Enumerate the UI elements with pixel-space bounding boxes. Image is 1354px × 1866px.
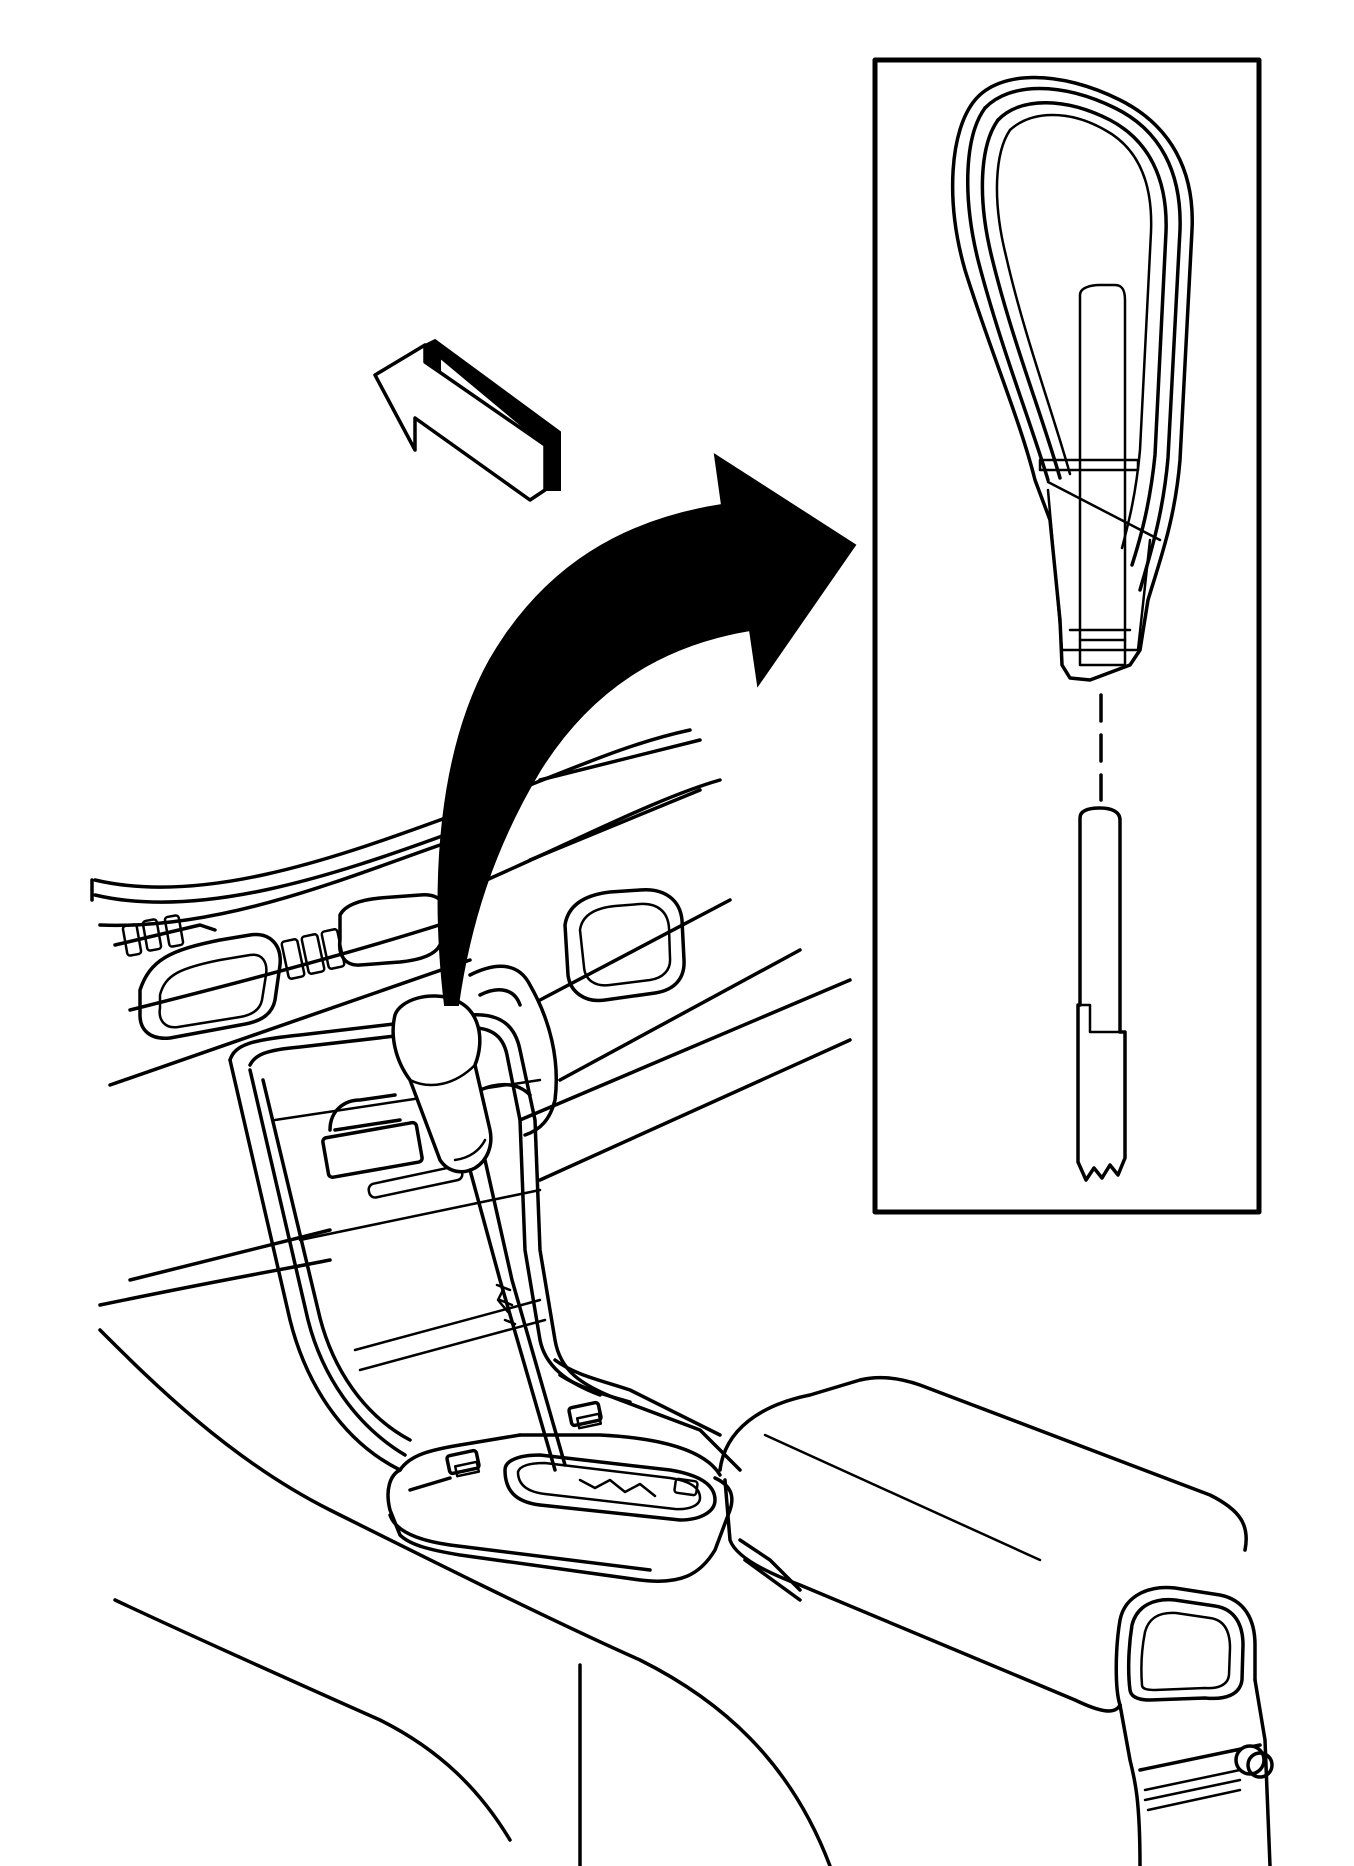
detail-inset <box>872 57 1262 1215</box>
shift-lever <box>391 994 567 1472</box>
curved-arrow-icon <box>437 452 857 1006</box>
seat-outline <box>98 1328 832 1866</box>
armrest <box>718 1375 1274 1866</box>
instrument-panel <box>90 728 852 1307</box>
shift-knob-detail <box>950 75 1194 682</box>
shift-lever-shaft-detail <box>1076 806 1127 1182</box>
forward-direction-arrow-icon <box>373 338 561 502</box>
